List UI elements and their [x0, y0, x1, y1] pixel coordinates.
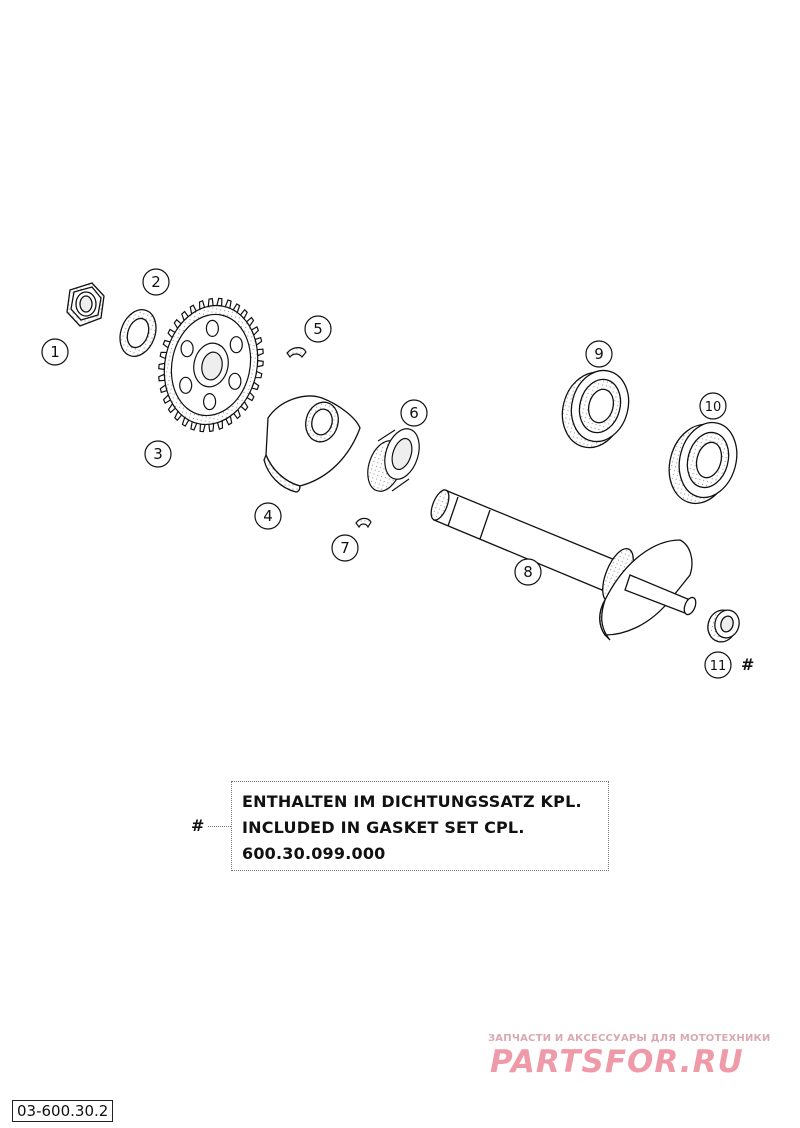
drawing-number: 03-600.30.2 [12, 1100, 114, 1122]
washer-part [119, 309, 157, 357]
seal-ring-part [707, 609, 740, 643]
needle-bearing-part [367, 428, 420, 492]
balancer-shaft-part [430, 489, 697, 641]
callout-10-label: 10 [705, 400, 722, 415]
key-part-7 [355, 517, 372, 529]
callout-3-label: 3 [153, 445, 163, 463]
gear-spoke-hole [180, 340, 194, 358]
callout-7-label: 7 [340, 539, 350, 557]
gear-spoke-hole [203, 393, 217, 411]
gear-tooth [216, 297, 223, 307]
ball-bearing-part-9 [561, 369, 630, 449]
note-marker: # [191, 816, 205, 835]
callout-6-label: 6 [409, 404, 419, 422]
gasket-set-note: ENTHALTEN IM DICHTUNGSSATZ KPL. INCLUDED… [231, 781, 609, 871]
note-line-german: ENTHALTEN IM DICHTUNGSSATZ KPL. [242, 792, 582, 811]
watermark-tagline: ЗАПЧАСТИ И АКСЕССУАРЫ ДЛЯ МОТОТЕХНИКИ [488, 1033, 771, 1044]
hex-nut-part [66, 282, 105, 327]
callout-9: 9 [585, 340, 613, 368]
gear-spoke-hole [229, 336, 243, 354]
callout-11-label: 11 [710, 659, 727, 674]
callout-5: 5 [304, 315, 332, 343]
watermark-brand: PARTSFOR.RU [490, 1044, 744, 1080]
spur-gear-part [158, 297, 264, 433]
callout-1: 1 [41, 338, 69, 366]
callout-9-label: 9 [594, 345, 604, 363]
gear-spoke-hole [228, 372, 242, 390]
note-leader-line [208, 826, 231, 827]
callout-2-label: 2 [151, 273, 161, 291]
callout-5-label: 5 [313, 320, 323, 338]
callout-2: 2 [142, 268, 170, 296]
callout-4: 4 [254, 502, 282, 530]
part-11-gasket-marker: # [741, 655, 755, 674]
callout-8: 8 [514, 558, 542, 586]
callout-6: 6 [400, 399, 428, 427]
callout-7: 7 [331, 534, 359, 562]
callout-4-label: 4 [263, 507, 273, 525]
note-part-number: 600.30.099.000 [242, 844, 386, 863]
gear-tooth [199, 423, 206, 433]
callout-3: 3 [144, 440, 172, 468]
callout-11: 11 [704, 651, 732, 679]
callout-10: 10 [699, 392, 727, 420]
callout-8-label: 8 [523, 563, 533, 581]
balancer-weight-part [263, 395, 361, 493]
note-line-english: INCLUDED IN GASKET SET CPL. [242, 818, 525, 837]
gear-spoke-hole [205, 319, 219, 337]
key-part-5 [286, 347, 307, 358]
callout-1-label: 1 [50, 343, 60, 361]
gear-spoke-hole [179, 376, 193, 394]
ball-bearing-part-10 [668, 421, 738, 505]
